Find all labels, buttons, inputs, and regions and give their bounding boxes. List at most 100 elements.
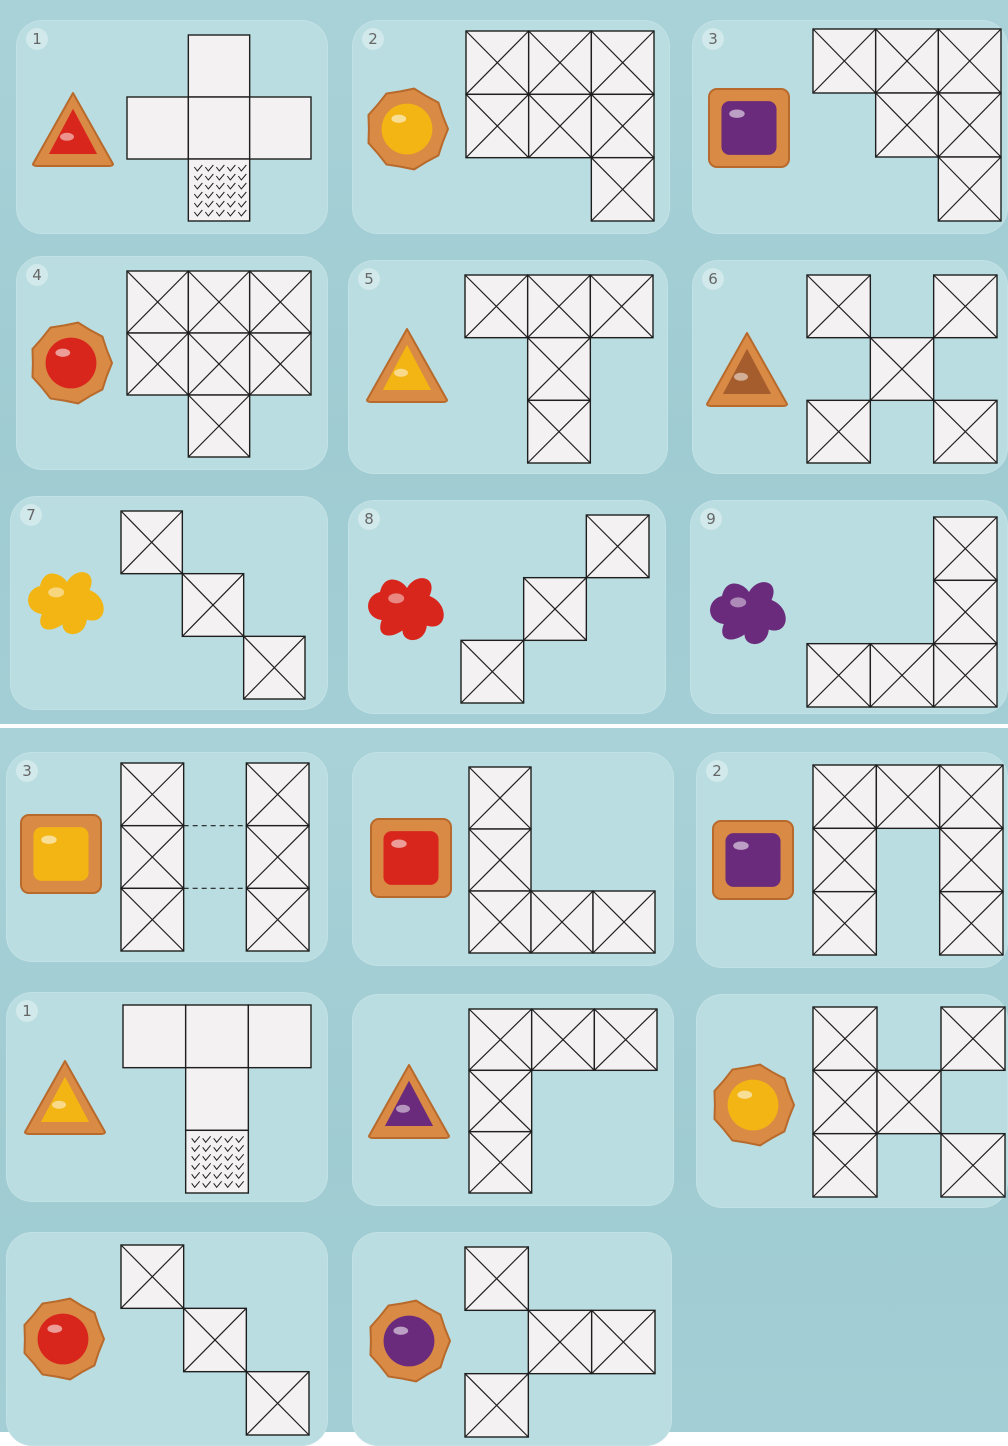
net-tile: [465, 1247, 528, 1310]
net-tile: [934, 400, 997, 463]
puzzle-card-2[interactable]: 2: [352, 20, 670, 234]
net-tile: [934, 517, 997, 580]
puzzle-card-8[interactable]: 8: [348, 500, 666, 714]
net-tile: [246, 888, 309, 951]
net-tile: [813, 1070, 877, 1133]
net-tile: [813, 892, 876, 955]
card-number: 2: [706, 760, 728, 782]
round-cookie-icon: [364, 86, 450, 172]
puzzle-card-bottom-6[interactable]: [696, 994, 1008, 1208]
card-number: 8: [358, 508, 380, 530]
net-tile: [934, 580, 997, 643]
cookie-jam: [38, 1314, 89, 1365]
jam-splat: [368, 578, 444, 640]
puzzle-card-bottom-5[interactable]: [352, 994, 674, 1206]
cube-net: [122, 1004, 312, 1194]
net-tile: [469, 1070, 532, 1131]
cookie-jam: [721, 101, 776, 155]
net-tile: [188, 333, 249, 395]
jam-splat-icon: [22, 562, 112, 642]
net-tile: [940, 765, 1003, 828]
net-tile: [934, 275, 997, 338]
puzzle-card-6[interactable]: 6: [692, 260, 1008, 474]
cube-net: [806, 274, 998, 464]
tile-square: [127, 97, 188, 159]
net-tile: [248, 1005, 311, 1068]
tile-square: [186, 1005, 249, 1068]
puzzle-card-1[interactable]: 1: [16, 20, 328, 234]
net-tile: [121, 511, 182, 574]
cube-net: [464, 1246, 656, 1438]
cube-net: [126, 270, 312, 458]
net-tile: [938, 157, 1001, 221]
puzzle-card-5[interactable]: 5: [348, 260, 668, 474]
round-cookie-icon: [28, 320, 114, 406]
net-tile: [934, 644, 997, 707]
puzzle-card-bottom-1[interactable]: 3: [6, 752, 328, 962]
net-tile: [807, 644, 870, 707]
jam-highlight: [394, 369, 408, 377]
puzzle-card-bottom-4[interactable]: 1: [6, 992, 328, 1202]
jam-highlight: [47, 1325, 62, 1333]
net-tile: [591, 31, 654, 94]
cube-net: [126, 34, 312, 222]
net-tile: [941, 1007, 1005, 1070]
net-tile: [593, 891, 655, 953]
net-tile: [188, 271, 249, 333]
cookie-jam: [46, 338, 97, 389]
cube-net: [465, 30, 655, 222]
net-tile: [250, 333, 311, 395]
net-tile: [184, 1308, 247, 1371]
jam-highlight: [52, 1101, 66, 1109]
net-tile: [465, 1374, 528, 1437]
card-number: 1: [26, 28, 48, 50]
net-tile: [127, 333, 188, 395]
net-tile: [188, 35, 249, 97]
net-tile: [188, 395, 249, 457]
jam-highlight: [391, 840, 406, 848]
puzzle-card-bottom-7[interactable]: [6, 1232, 328, 1446]
cookie-jam: [383, 831, 438, 885]
net-tile: [940, 828, 1003, 891]
tile-square: [123, 1005, 186, 1068]
tile-square: [188, 159, 249, 221]
tile-square: [188, 35, 249, 97]
jam-highlight: [733, 842, 748, 850]
card-number: 5: [358, 268, 380, 290]
card-number: 1: [16, 1000, 38, 1022]
net-tile: [246, 826, 309, 889]
jam-highlight: [41, 836, 56, 844]
puzzle-card-bottom-8[interactable]: [352, 1232, 672, 1446]
net-tile: [250, 271, 311, 333]
puzzle-card-7[interactable]: 7: [10, 496, 328, 710]
puzzle-sheet-top: 1 2 3 4 5 6 7 8 9: [0, 0, 1008, 724]
net-tile: [186, 1005, 249, 1068]
net-tile: [876, 93, 939, 157]
net-tile: [529, 94, 592, 157]
net-tile: [524, 578, 587, 641]
card-number: 6: [702, 268, 724, 290]
net-tile: [121, 763, 184, 826]
puzzle-card-bottom-2[interactable]: [352, 752, 674, 966]
cookie-jam: [382, 104, 433, 155]
cube-net: [120, 1244, 310, 1436]
tile-square: [186, 1068, 249, 1131]
puzzle-card-bottom-3[interactable]: 2: [696, 752, 1008, 968]
square-cookie-icon: [710, 818, 796, 902]
net-tile: [186, 1130, 249, 1193]
net-tile: [127, 97, 188, 159]
cube-net: [120, 510, 306, 700]
puzzle-card-9[interactable]: 9: [690, 500, 1008, 714]
puzzle-card-4[interactable]: 4: [16, 256, 328, 470]
jam-highlight: [730, 597, 746, 607]
net-tile: [528, 275, 591, 338]
net-tile: [469, 891, 531, 953]
puzzle-card-3[interactable]: 3: [692, 20, 1008, 234]
cube-net: [812, 28, 1002, 222]
net-tile: [940, 892, 1003, 955]
puzzle-sheet-bottom: 3 2 1: [0, 728, 1008, 1432]
jam-highlight: [388, 593, 404, 603]
cube-net: [460, 514, 650, 704]
net-tile: [590, 275, 653, 338]
jam-highlight: [737, 1091, 752, 1099]
